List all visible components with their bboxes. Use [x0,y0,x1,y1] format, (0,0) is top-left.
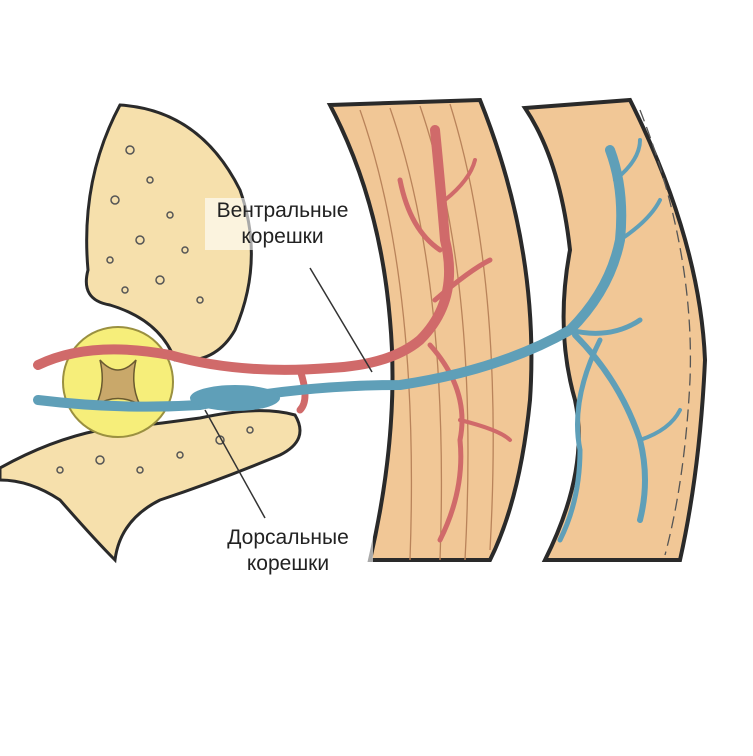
dorsal-label-line1: Дорсальные [227,526,349,549]
dorsal-root-ganglion [190,385,280,411]
dorsal-leader-line [204,409,266,519]
fascia-line [639,109,692,556]
ventral-label-line1: Вентральные [216,199,349,222]
ventral-label-line2: корешки [241,225,324,248]
dorsal-roots-label: Дорсальные корешки [203,525,373,577]
vein [33,138,682,543]
bone-texture [56,145,254,474]
ventral-roots-label: Вентральные корешки [205,198,360,250]
ventral-leader-line [309,267,373,373]
dorsal-label-line2: корешки [246,552,330,575]
